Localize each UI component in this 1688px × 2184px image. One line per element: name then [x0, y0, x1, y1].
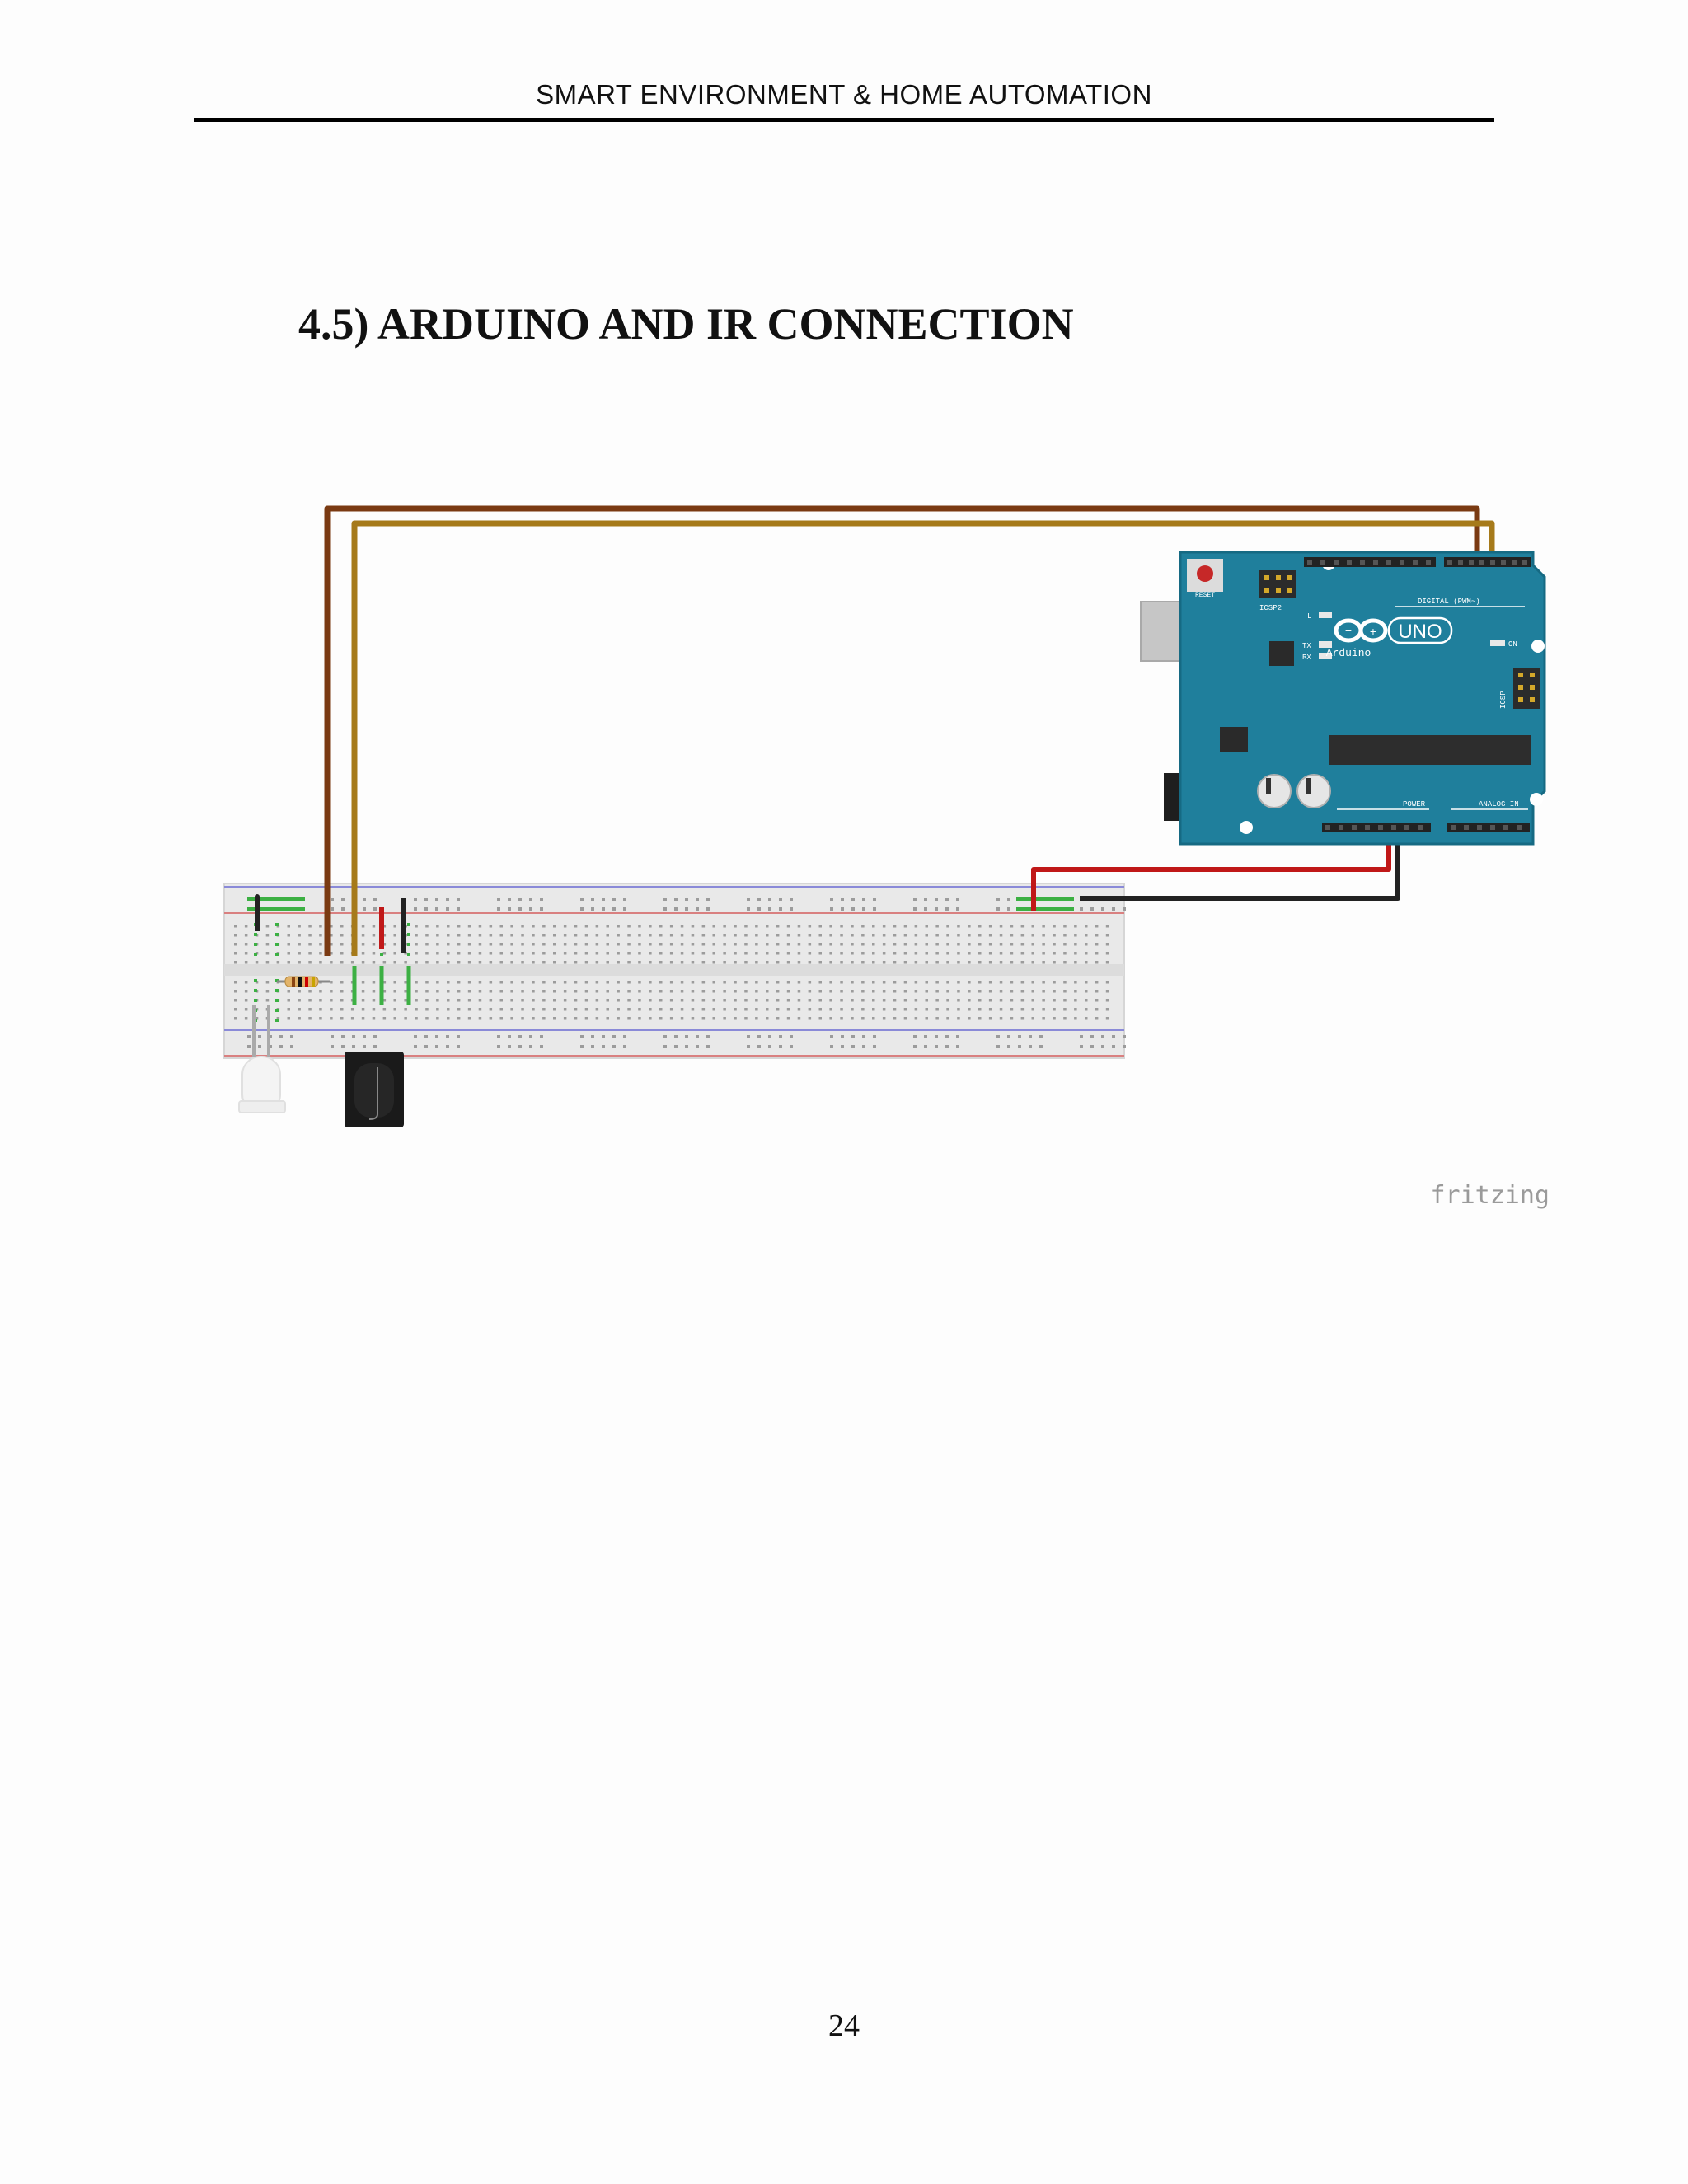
- breadboard: [223, 883, 1126, 1059]
- icsp-label: ICSP: [1499, 691, 1507, 709]
- ir-receiver: [345, 1052, 404, 1127]
- bottom-rail-holes: [247, 1035, 1126, 1048]
- digital-label: DIGITAL (PWM~): [1418, 598, 1480, 606]
- header-rule: [194, 118, 1494, 122]
- running-header: SMART ENVIRONMENT & HOME AUTOMATION: [536, 79, 1152, 110]
- led-label-rx: RX: [1302, 654, 1311, 662]
- section-title: 4.5) ARDUINO AND IR CONNECTION: [298, 299, 1074, 349]
- uno-logo-text: UNO: [1398, 621, 1442, 643]
- svg-text:−: −: [1345, 624, 1352, 637]
- led-label-tx: TX: [1302, 642, 1311, 650]
- circuit-figure: RESET ICSP2 DIGITAL (PWM~) L TX: [214, 494, 1566, 1220]
- circuit-diagram: RESET ICSP2 DIGITAL (PWM~) L TX: [223, 505, 1550, 1210]
- arduino-brand-text: Arduino: [1326, 647, 1372, 659]
- wires: [255, 505, 1495, 956]
- led-label-l: L: [1307, 612, 1311, 621]
- reset-label: RESET: [1195, 592, 1215, 599]
- arduino-logo: [1334, 618, 1388, 643]
- resistor: [277, 976, 330, 987]
- power-label: POWER: [1403, 800, 1426, 808]
- fritzing-watermark: fritzing: [1431, 1181, 1550, 1210]
- arduino-uno-board: RESET ICSP2 DIGITAL (PWM~) L TX: [1140, 551, 1546, 846]
- icsp2-label: ICSP2: [1259, 604, 1282, 612]
- on-label: ON: [1508, 640, 1517, 649]
- terminal-holes: [234, 925, 1109, 1020]
- analog-label: ANALOG IN: [1479, 800, 1519, 808]
- led: [238, 1005, 286, 1113]
- svg-text:+: +: [1370, 625, 1376, 638]
- page-number: 24: [828, 2008, 860, 2043]
